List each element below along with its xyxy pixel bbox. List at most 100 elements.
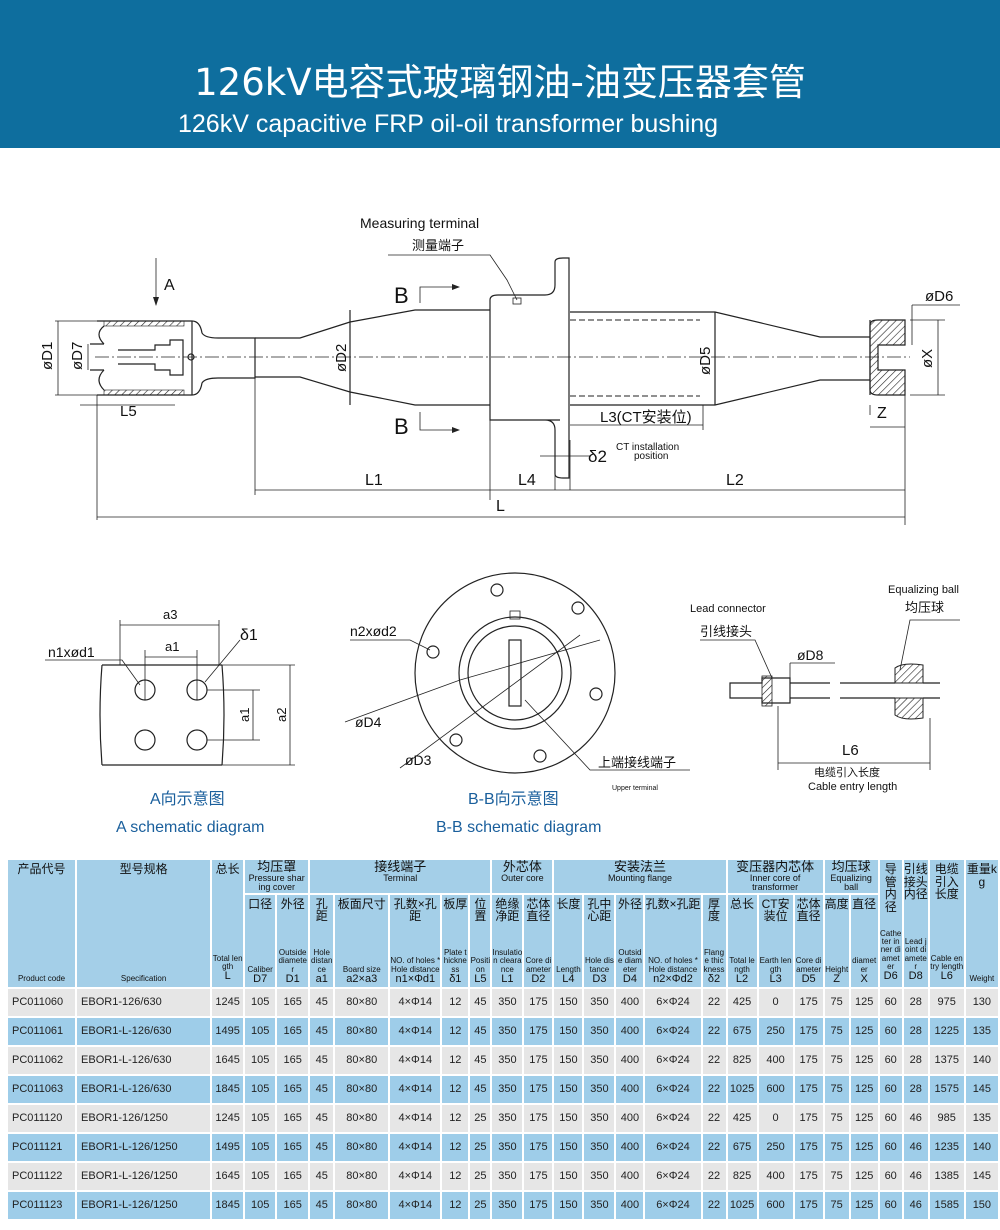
table-cell: 150 xyxy=(554,1162,583,1190)
column-header-zh: 引线接头内径 xyxy=(903,862,928,902)
table-cell: 130 xyxy=(965,988,998,1016)
table-cell: 4×Φ14 xyxy=(390,1191,441,1219)
column-header-zh: 口径 xyxy=(248,896,273,911)
table-cell: 12 xyxy=(442,1017,469,1045)
table-cell: 1495 xyxy=(212,1017,244,1045)
table-cell: 350 xyxy=(584,1162,615,1190)
column-header-symbol: D2 xyxy=(531,972,546,985)
table-cell: 22 xyxy=(702,1104,726,1132)
table-cell: 175 xyxy=(524,1017,553,1045)
column-header-zh: 外径 xyxy=(280,896,305,911)
column-header-zh: 重量kg xyxy=(966,862,997,889)
group-header-en: Outer core xyxy=(501,872,544,883)
table-cell: 400 xyxy=(758,1162,793,1190)
table-cell: 175 xyxy=(794,1162,823,1190)
group-header-zh: 均压球 xyxy=(831,860,871,874)
table-cell: 12 xyxy=(442,988,469,1016)
table-cell: 12 xyxy=(442,1162,469,1190)
table-cell: 165 xyxy=(277,1046,309,1074)
table-cell: 600 xyxy=(758,1075,793,1103)
table-cell: 60 xyxy=(879,1133,902,1161)
table-cell: 975 xyxy=(929,988,964,1016)
view-a-label: A xyxy=(164,277,175,294)
column-header-zh: 孔距 xyxy=(315,896,328,924)
table-cell: 45 xyxy=(310,1133,334,1161)
column-header-symbol: L2 xyxy=(735,972,749,985)
a2-label: a2 xyxy=(274,708,289,722)
table-cell: 400 xyxy=(616,1133,644,1161)
table-cell: 350 xyxy=(584,1046,615,1074)
column-header-zh: 产品代号 xyxy=(17,862,66,876)
table-cell: 22 xyxy=(702,1133,726,1161)
column-header-symbol: Z xyxy=(833,972,841,985)
table-cell: PC011123 xyxy=(8,1191,76,1219)
upper-terminal-en: Upper terminal xyxy=(612,785,658,792)
group-header-en: Inner core of transformer xyxy=(749,872,801,893)
table-cell: 350 xyxy=(492,1191,523,1219)
table-cell: 1025 xyxy=(727,1191,757,1219)
table-cell: EBOR1-126/1250 xyxy=(77,1104,211,1132)
table-cell: 105 xyxy=(245,988,276,1016)
measuring-terminal-label-zh: 测量端子 xyxy=(412,238,464,253)
table-cell: PC011063 xyxy=(8,1075,76,1103)
table-cell: 6×Φ24 xyxy=(645,1017,701,1045)
table-cell: 150 xyxy=(554,1133,583,1161)
column-header-symbol: n1×Φd1 xyxy=(395,972,436,985)
table-cell: 400 xyxy=(616,1075,644,1103)
delta2-label: δ2 xyxy=(588,447,607,466)
column-header-zh: 总长 xyxy=(215,862,240,876)
table-cell: 28 xyxy=(903,1017,928,1045)
table-cell: 6×Φ24 xyxy=(645,1133,701,1161)
column-header-en: Height xyxy=(825,964,849,974)
table-cell: 75 xyxy=(824,1162,849,1190)
table-cell: 6×Φ24 xyxy=(645,1046,701,1074)
column-header-symbol: D8 xyxy=(908,970,923,983)
table-cell: 1845 xyxy=(212,1191,244,1219)
table-cell: 6×Φ24 xyxy=(645,1191,701,1219)
column-header-symbol: L4 xyxy=(562,972,575,985)
x-label: øX xyxy=(919,349,936,368)
table-cell: 75 xyxy=(824,988,849,1016)
bushing-drawing: Measuring terminal 测量端子 A B B øD1 øD7 øD… xyxy=(39,215,960,525)
column-header-zh: 芯体直径 xyxy=(526,896,551,924)
table-cell: 175 xyxy=(524,1133,553,1161)
table-cell: 165 xyxy=(277,1133,309,1161)
d8-label: øD8 xyxy=(797,647,824,663)
table-cell: 45 xyxy=(310,1046,334,1074)
column-header-en: NO. of holes * Hole distance xyxy=(648,956,698,974)
d3-label: øD3 xyxy=(405,752,432,768)
table-cell: 125 xyxy=(850,1162,878,1190)
table-cell: 45 xyxy=(310,988,334,1016)
column-header-zh: CT安装位 xyxy=(761,896,790,924)
column-header-en: Earth length xyxy=(759,956,792,974)
table-cell: 135 xyxy=(965,1017,998,1045)
table-cell: 28 xyxy=(903,1046,928,1074)
table-cell: 1245 xyxy=(212,1104,244,1132)
column-header-zh: 电缆引入长度 xyxy=(934,862,959,902)
title-banner: 126kV电容式玻璃钢油-油变压器套管 126kV capacitive FRP… xyxy=(0,0,1000,148)
table-cell: PC011120 xyxy=(8,1104,76,1132)
table-cell: 28 xyxy=(903,988,928,1016)
table-cell: 150 xyxy=(554,1191,583,1219)
table-cell: 825 xyxy=(727,1162,757,1190)
